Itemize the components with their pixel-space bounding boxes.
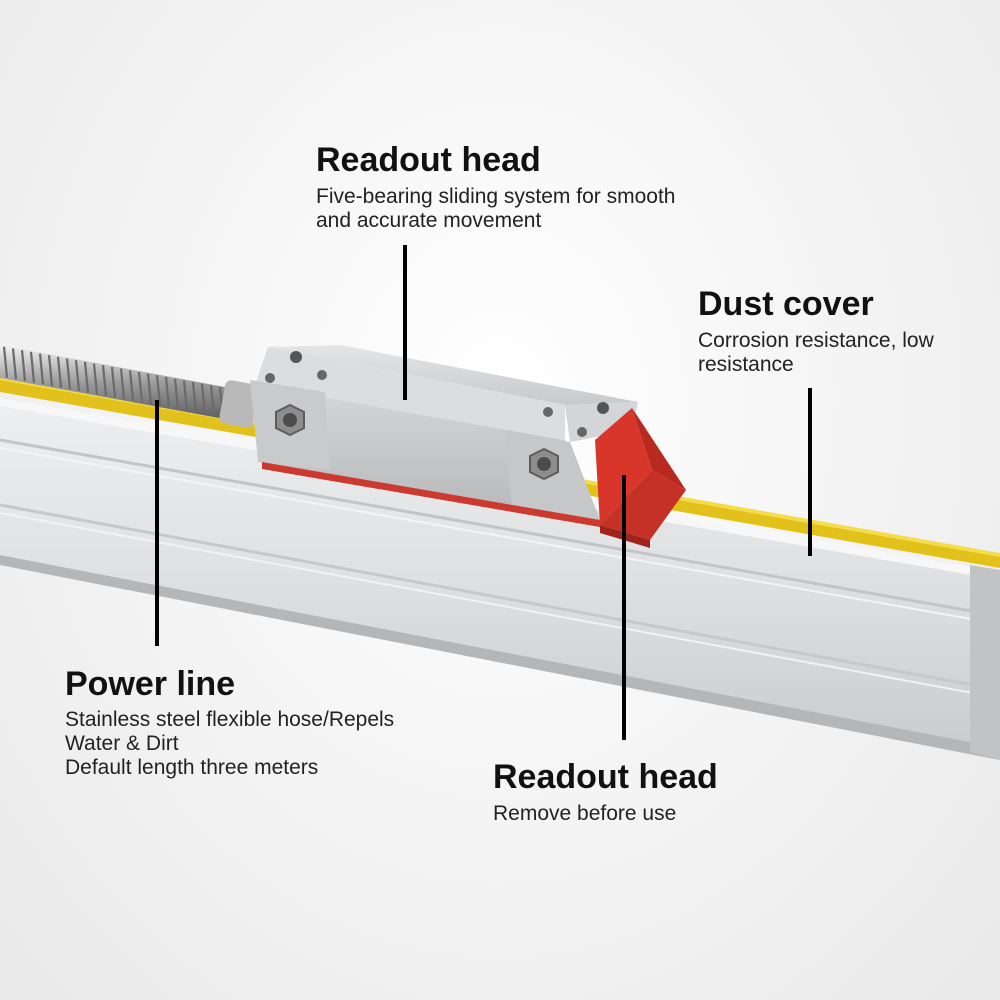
description-line: Water & Dirt: [65, 732, 179, 755]
description-line: Corrosion resistance, low: [698, 329, 934, 352]
description-line: Default length three meters: [65, 756, 319, 779]
leader-readout-head-bottom: [622, 475, 626, 740]
dust-cover-title: Dust cover: [698, 285, 874, 323]
readout-head-clamp-description: Remove before use: [493, 802, 676, 826]
readout-head-clamp-title: Readout head: [493, 758, 718, 796]
dust-cover-description: Corrosion resistance, low resistance: [698, 329, 934, 377]
description-line: Stainless steel flexible hose/Repels: [65, 708, 395, 731]
readout-head-description: Five-bearing sliding system for smooth a…: [316, 185, 675, 233]
power-line-hose: [0, 345, 259, 428]
description-line: resistance: [698, 353, 794, 376]
power-line-title: Power line: [65, 665, 236, 703]
leader-dust-cover: [808, 388, 812, 556]
leader-power-line: [155, 400, 159, 646]
readout-head-title: Readout head: [316, 141, 541, 179]
power-line-description: Stainless steel flexible hose/Repels Wat…: [65, 708, 394, 780]
readout-head-block: [250, 345, 638, 527]
description-line: and accurate movement: [316, 209, 542, 232]
rail-end: [970, 565, 1000, 760]
description-line: Five-bearing sliding system for smooth: [316, 185, 676, 208]
shipping-clamp: [595, 408, 686, 548]
description-line: Remove before use: [493, 802, 677, 825]
leader-readout-head-top: [403, 245, 407, 400]
